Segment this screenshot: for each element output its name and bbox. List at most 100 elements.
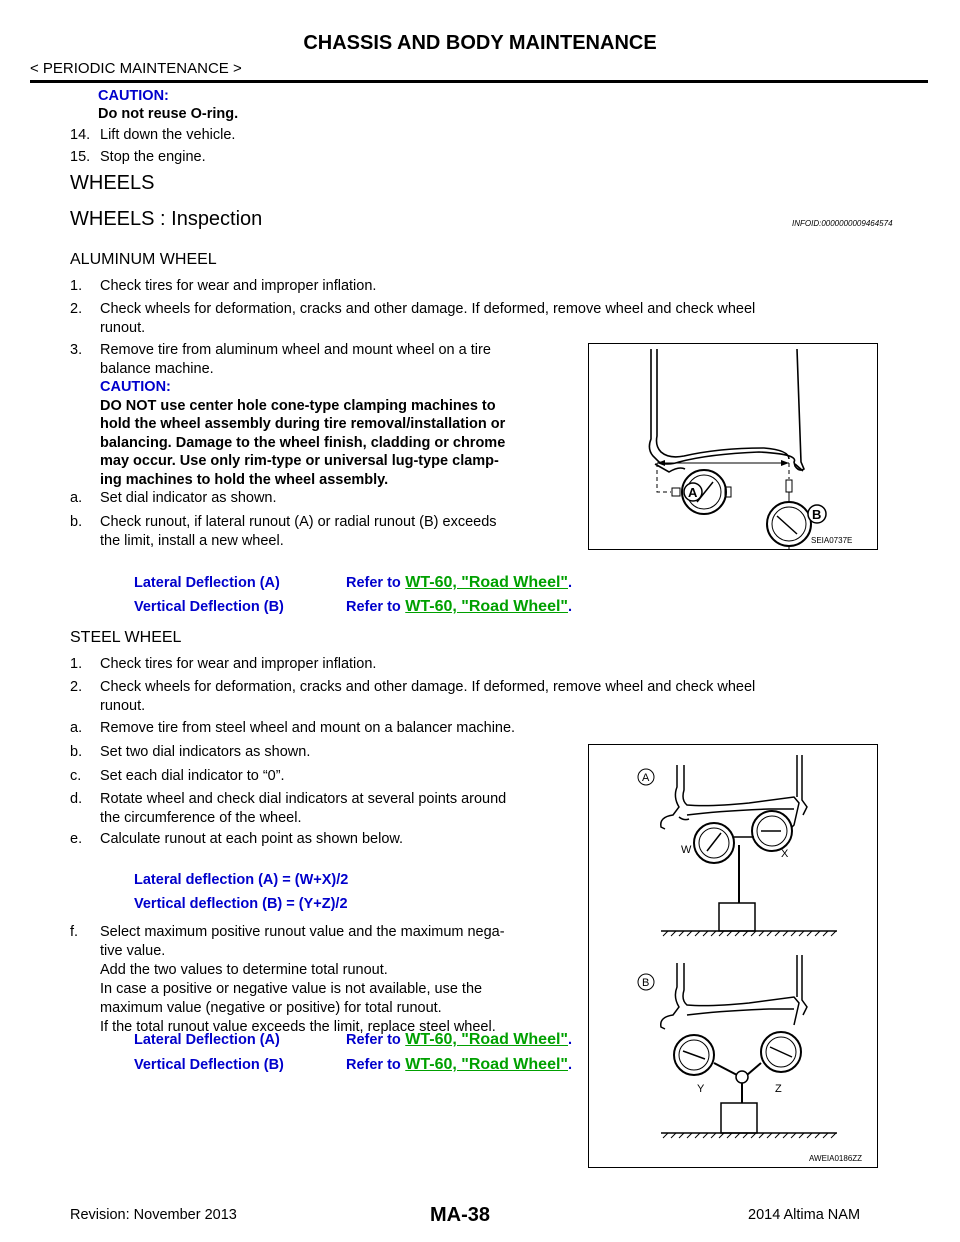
caution-line: balancing. Damage to the wheel finish, c… xyxy=(100,434,506,451)
spec-refer: Refer to xyxy=(346,1057,401,1073)
breadcrumb: < PERIODIC MAINTENANCE > xyxy=(30,60,242,77)
spec-end: . xyxy=(568,575,573,591)
spec-end: . xyxy=(568,1057,573,1073)
alu-step-3: 3. Remove tire from aluminum wheel and m… xyxy=(70,341,580,379)
step-number: 2. xyxy=(70,679,83,695)
step-text-cont: balance machine. xyxy=(100,361,214,377)
steel-step-b: b. Set two dial indicators as shown. xyxy=(70,743,310,762)
step-number: e. xyxy=(70,831,83,847)
callout-a-marker xyxy=(683,482,703,502)
label-x: X xyxy=(781,848,789,860)
dial-indicator-illustration: A B SEIA0737E xyxy=(648,348,852,549)
spec-end: . xyxy=(568,1032,573,1048)
section-subtitle: WHEELS : Inspection xyxy=(70,208,263,230)
spec-label: Lateral Deflection (A) xyxy=(134,1032,280,1048)
step-text-cont: the circumference of the wheel. xyxy=(100,810,302,826)
header-rule xyxy=(30,80,928,83)
steel-step-d: d. Rotate wheel and check dial indicator… xyxy=(70,790,580,828)
step-number: b. xyxy=(70,514,83,530)
caution-text: Do not reuse O-ring. xyxy=(98,106,239,122)
step-text-cont: If the total runout value exceeds the li… xyxy=(100,1019,496,1035)
alu-caution: CAUTION: DO NOT use center hole cone-typ… xyxy=(100,378,580,489)
footer-model: 2014 Altima NAM xyxy=(748,1207,861,1223)
info-id: INFOID:0000000009464574 xyxy=(792,219,893,228)
steel-step-f: f. Select maximum positive runout value … xyxy=(70,923,580,1037)
page-number: MA-38 xyxy=(430,1204,491,1226)
steel-spec-vertical: Vertical Deflection (B) Refer to WT-60, "… xyxy=(134,1056,572,1074)
spec-link[interactable]: WT-60, "Road Wheel" xyxy=(405,1056,568,1073)
spec-refer: Refer to xyxy=(346,1032,401,1048)
step-text-cont: Add the two values to determine total ru… xyxy=(100,962,388,978)
step-text: Rotate wheel and check dial indicators a… xyxy=(100,791,507,807)
step-number: a. xyxy=(70,490,83,506)
step-text: Set dial indicator as shown. xyxy=(100,490,277,506)
alu-step-b: b. Check runout, if lateral runout (A) o… xyxy=(70,513,580,551)
steel-spec-lateral: Lateral Deflection (A) Refer to WT-60, "R… xyxy=(134,1031,572,1049)
step-number: f. xyxy=(70,924,79,940)
alu-step-a: a. Set dial indicator as shown. xyxy=(70,489,277,508)
step-text: Check tires for wear and improper inflat… xyxy=(100,656,377,672)
two-dial-indicator-illustration: A W X xyxy=(637,755,862,1163)
step-text: Check runout, if lateral runout (A) or r… xyxy=(100,514,497,530)
alu-step-2: 2. Check wheels for deformation, cracks … xyxy=(70,300,880,338)
callout-b-marker xyxy=(807,504,827,524)
step-text-cont: runout. xyxy=(100,320,146,336)
step-text-cont: tive value. xyxy=(100,943,166,959)
step-number: c. xyxy=(70,768,82,784)
callout-b-label: B xyxy=(812,507,821,522)
step-text-cont: runout. xyxy=(100,698,146,714)
step-text: Select maximum positive runout value and… xyxy=(100,924,505,940)
section-title: WHEELS xyxy=(70,172,155,194)
step-text-cont: the limit, install a new wheel. xyxy=(100,533,284,549)
step-text: Remove tire from steel wheel and mount o… xyxy=(100,720,516,736)
step-text: Check tires for wear and improper inflat… xyxy=(100,278,377,294)
step-number: 15. xyxy=(70,149,91,165)
aluminum-heading: ALUMINUM WHEEL xyxy=(70,251,217,268)
spec-link[interactable]: WT-60, "Road Wheel" xyxy=(405,1031,568,1048)
spec-label: Vertical Deflection (B) xyxy=(134,599,284,615)
spec-link[interactable]: WT-60, "Road Wheel" xyxy=(405,598,568,615)
spec-end: . xyxy=(568,599,573,615)
spec-refer: Refer to xyxy=(346,599,401,615)
caution-label: CAUTION: xyxy=(98,88,169,104)
steel-step-1: 1. Check tires for wear and improper inf… xyxy=(70,655,376,674)
alu-step-1: 1. Check tires for wear and improper inf… xyxy=(70,277,376,296)
steel-step-c: c. Set each dial indicator to “0”. xyxy=(70,767,285,786)
steel-wheel-figure: A W X xyxy=(588,744,878,1168)
aluminum-wheel-figure: A B SEIA0737E xyxy=(588,343,878,550)
step-number: 2. xyxy=(70,301,83,317)
figure-id: AWEIA0186ZZ xyxy=(809,1154,862,1163)
step-text: Check wheels for deformation, cracks and… xyxy=(100,301,756,317)
step-text: Stop the engine. xyxy=(100,149,206,165)
step-number: 14. xyxy=(70,127,91,143)
step-number: d. xyxy=(70,791,83,807)
steel-step-a: a. Remove tire from steel wheel and moun… xyxy=(70,719,515,738)
spec-label: Lateral Deflection (A) xyxy=(134,575,280,591)
formula-vertical: Vertical deflection (B) = (Y+Z)/2 xyxy=(134,896,348,912)
callout-a-label: A xyxy=(688,485,698,500)
caution-line: ing machines to hold the wheel assembly. xyxy=(100,471,389,488)
spec-refer: Refer to xyxy=(346,575,401,591)
label-y: Y xyxy=(697,1083,705,1095)
spec-link[interactable]: WT-60, "Road Wheel" xyxy=(405,574,568,591)
step-text: Remove tire from aluminum wheel and moun… xyxy=(100,342,491,358)
step-text: Check wheels for deformation, cracks and… xyxy=(100,679,756,695)
figure-id: SEIA0737E xyxy=(811,536,852,545)
label-z: Z xyxy=(775,1083,782,1095)
step-number: 1. xyxy=(70,278,83,294)
step-text: Lift down the vehicle. xyxy=(100,127,236,143)
step-number: 3. xyxy=(70,342,83,358)
step-14: 14. Lift down the vehicle. xyxy=(70,126,235,145)
spec-label: Vertical Deflection (B) xyxy=(134,1057,284,1073)
step-15: 15. Stop the engine. xyxy=(70,148,206,167)
caution-line: may occur. Use only rim-type or universa… xyxy=(100,453,499,469)
steel-step-e: e. Calculate runout at each point as sho… xyxy=(70,830,403,849)
alu-spec-vertical: Vertical Deflection (B) Refer to WT-60, "… xyxy=(134,598,572,616)
step-text-cont: In case a positive or negative value is … xyxy=(100,981,483,997)
steel-heading: STEEL WHEEL xyxy=(70,629,182,646)
formula-lateral: Lateral deflection (A) = (W+X)/2 xyxy=(134,872,349,888)
callout-a-label: A xyxy=(642,772,650,784)
footer-revision: Revision: November 2013 xyxy=(70,1207,237,1223)
step-text: Set each dial indicator to “0”. xyxy=(100,768,285,784)
step-text-cont: maximum value (negative or positive) for… xyxy=(100,1000,442,1016)
